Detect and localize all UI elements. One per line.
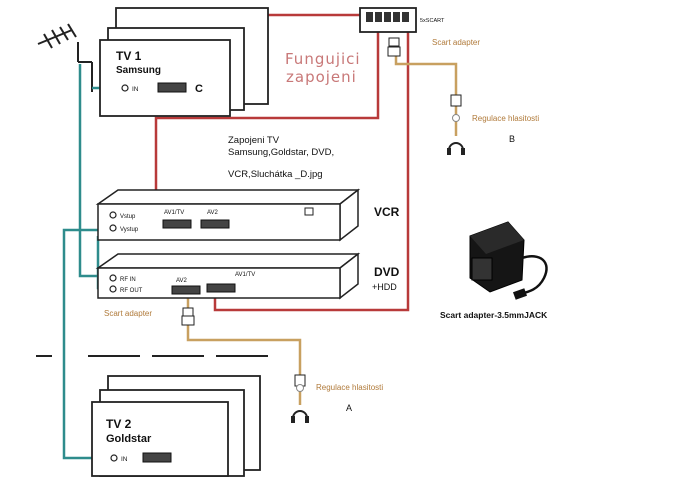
- scart-jack-adapter: Scart adapter-3.5mmJACK: [440, 221, 548, 320]
- dvd-label: DVD: [374, 265, 400, 279]
- tv1-in-port: [121, 84, 129, 92]
- tv2-name: TV 2: [106, 417, 132, 431]
- dvd-rfin-label: RF IN: [120, 277, 136, 283]
- tv1-in-label: IN: [132, 86, 139, 93]
- scart-adapter-top: Scart adapter: [387, 37, 480, 57]
- tv1-scart-port: [157, 82, 187, 93]
- scart-adapter-bottom: Scart adapter: [104, 307, 195, 326]
- volume-b-letter: B: [509, 134, 515, 144]
- caption-line1: Zapojeni TV: [228, 135, 280, 146]
- dvd-rfout-label: RF OUT: [120, 288, 143, 294]
- vcr-vstup-label: Vstup: [120, 214, 136, 220]
- dvd-av2-label: AV2: [176, 278, 188, 284]
- vcr-av2-label: AV2: [207, 210, 219, 216]
- tv2-in-label: IN: [121, 456, 128, 463]
- tv2: TV 2 Goldstar IN: [91, 375, 261, 477]
- caption-line3: VCR,Sluchátka _D.jpg: [228, 169, 323, 180]
- dvd-av1-label: AV1/TV: [235, 272, 255, 278]
- volume-a-label: Regulace hlasitosti: [316, 383, 383, 392]
- caption-line2: Samsung,Goldstar, DVD,: [228, 147, 334, 158]
- dvd: RF IN RF OUT AV2 AV1/TV DVD +HDD: [95, 252, 400, 300]
- tv1-name: TV 1: [116, 49, 142, 63]
- scart-adapter-top-label: Scart adapter: [432, 38, 480, 47]
- tv1: TV 1 Samsung IN C: [99, 7, 269, 117]
- vcr: Vstup Vystup AV1/TV AV2 VCR: [95, 188, 400, 242]
- vcr-label: VCR: [374, 205, 400, 219]
- diagram-title-line2: zapojeni: [286, 68, 357, 86]
- splitter-label: 5xSCART: [420, 18, 445, 24]
- vcr-av1-label: AV1/TV: [164, 210, 184, 216]
- diagram-title-line1: Fungujici: [285, 50, 361, 68]
- tv1-scart-letter: C: [195, 83, 203, 95]
- jack-adapter-label: Scart adapter-3.5mmJACK: [440, 310, 548, 320]
- volume-b-label: Regulace hlasitosti: [472, 114, 539, 123]
- volume-control-a: Regulace hlasitosti A: [291, 374, 383, 423]
- antenna-icon: [37, 23, 93, 92]
- scart-splitter: 5xSCART: [359, 7, 445, 33]
- tv2-brand: Goldstar: [106, 433, 152, 445]
- tv1-brand: Samsung: [116, 65, 161, 76]
- scart-adapter-bottom-label: Scart adapter: [104, 309, 152, 318]
- volume-control-b: Regulace hlasitosti B: [447, 94, 539, 155]
- dvd-sublabel: +HDD: [372, 282, 397, 292]
- vcr-vystup-label: Vystup: [120, 227, 139, 233]
- volume-a-letter: A: [346, 403, 352, 413]
